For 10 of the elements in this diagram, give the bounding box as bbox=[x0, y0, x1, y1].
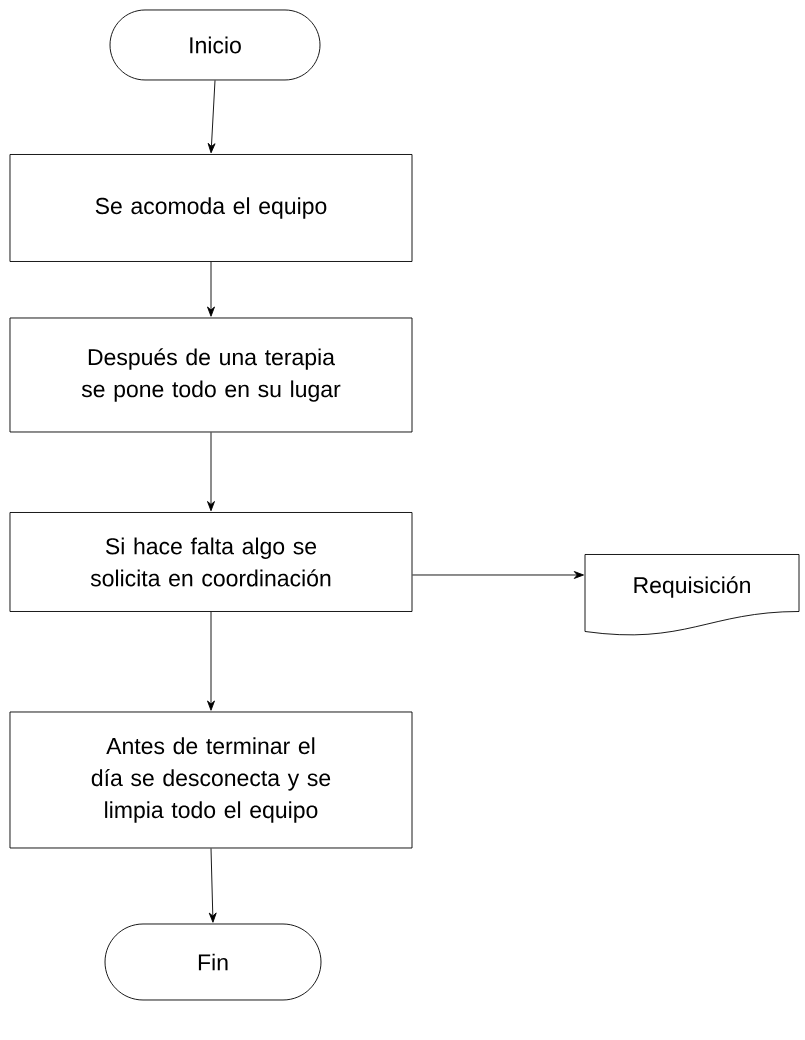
process-box: Después de una terapia se pone todo en su lugar bbox=[9, 317, 413, 433]
arrow bbox=[207, 261, 215, 317]
arrow bbox=[412, 571, 584, 579]
arrow bbox=[208, 848, 217, 923]
process-box: Se acomoda el equipo bbox=[9, 154, 413, 262]
arrow bbox=[207, 432, 215, 512]
process-box: Antes de terminar el día se desconecta y se limpia todo el equipo bbox=[9, 711, 413, 849]
arrow bbox=[207, 611, 215, 711]
process-box: Si hace falta algo se solicita en coordinación bbox=[9, 512, 413, 612]
arrow bbox=[207, 80, 216, 154]
